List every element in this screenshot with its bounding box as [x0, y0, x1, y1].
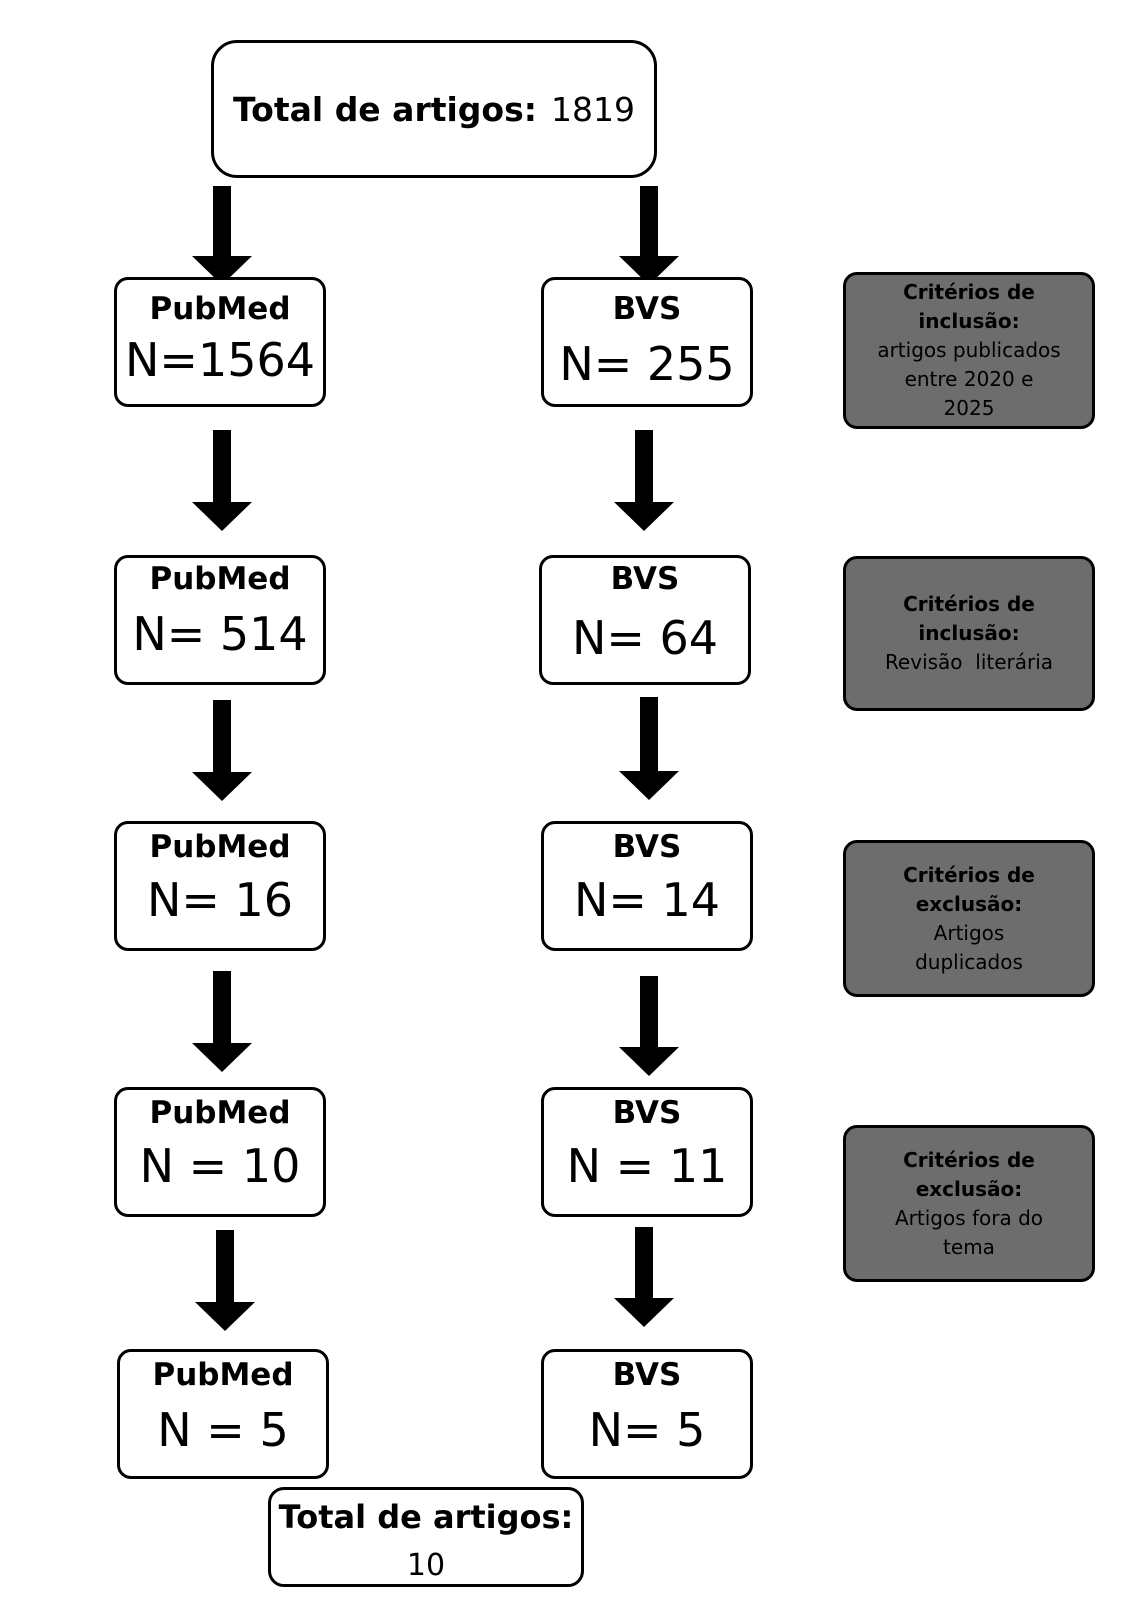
pubmed-count: N= 16: [146, 873, 294, 927]
arrow-down-icon: [619, 976, 679, 1076]
pubmed-count: N = 5: [157, 1403, 289, 1457]
pubmed-box-3: PubMed N= 16: [114, 821, 326, 951]
pubmed-count: N=1564: [124, 333, 316, 387]
pubmed-box-2: PubMed N= 514: [114, 555, 326, 685]
criteria-text: Revisão literária: [884, 650, 1054, 674]
arrow-group: [192, 186, 679, 1331]
criteria-heading: Critérios de inclusão:: [903, 592, 1035, 645]
arrow-down-icon: [192, 186, 252, 285]
bvs-title: BVS: [612, 1095, 682, 1131]
bvs-box-1: BVS N= 255: [541, 277, 753, 407]
bvs-count: N= 5: [588, 1403, 706, 1457]
pubmed-box-1: PubMed N=1564: [114, 277, 326, 407]
arrow-down-icon: [192, 971, 252, 1072]
total-articles-value: 1819: [550, 89, 635, 129]
pubmed-box-4: PubMed N = 10: [114, 1087, 326, 1217]
bvs-count: N= 14: [573, 873, 721, 927]
criteria-heading: Critérios de inclusão:: [903, 280, 1035, 333]
criteria-box-2: Critérios de inclusão: Revisão literária: [843, 556, 1095, 711]
pubmed-title: PubMed: [152, 1357, 294, 1393]
bvs-count: N= 255: [559, 337, 735, 391]
bvs-title: BVS: [612, 1357, 682, 1393]
bvs-title: BVS: [612, 829, 682, 865]
bvs-title: BVS: [612, 291, 682, 327]
arrow-down-icon: [619, 697, 679, 800]
bvs-box-2: BVS N= 64: [539, 555, 751, 685]
arrow-down-icon: [192, 430, 252, 531]
criteria-box-4: Critérios de exclusão: Artigos fora do t…: [843, 1125, 1095, 1282]
arrow-down-icon: [614, 1227, 674, 1327]
arrow-down-icon: [192, 700, 252, 801]
arrow-down-icon: [195, 1230, 255, 1331]
pubmed-title: PubMed: [149, 561, 291, 597]
pubmed-count: N = 10: [139, 1139, 301, 1193]
pubmed-title: PubMed: [149, 291, 291, 327]
bvs-count: N = 11: [566, 1139, 728, 1193]
criteria-text: artigos publicados entre 2020 e 2025: [877, 338, 1061, 420]
criteria-text: Artigos fora do tema: [894, 1205, 1044, 1259]
pubmed-count: N= 514: [132, 607, 308, 661]
criteria-text: Artigos duplicados: [915, 920, 1023, 974]
bvs-title: BVS: [610, 561, 680, 597]
criteria-box-3: Critérios de exclusão: Artigos duplicado…: [843, 840, 1095, 997]
final-total-label: Total de artigos:: [278, 1498, 574, 1536]
pubmed-title: PubMed: [149, 1095, 291, 1131]
bvs-box-3: BVS N= 14: [541, 821, 753, 951]
pubmed-title: PubMed: [149, 829, 291, 865]
criteria-box-1: Critérios de inclusão: artigos publicado…: [843, 272, 1095, 429]
pubmed-box-5: PubMed N = 5: [117, 1349, 329, 1479]
bvs-count: N= 64: [571, 611, 719, 665]
total-articles-box: Total de artigos: 1819: [211, 40, 657, 178]
final-total-box: Total de artigos: 10: [268, 1487, 584, 1587]
bvs-box-4: BVS N = 11: [541, 1087, 753, 1217]
total-articles-label: Total de artigos:: [233, 89, 537, 129]
arrow-down-icon: [619, 186, 679, 285]
arrow-down-icon: [614, 430, 674, 531]
bvs-box-5: BVS N= 5: [541, 1349, 753, 1479]
criteria-heading: Critérios de exclusão:: [903, 1147, 1035, 1201]
final-total-value: 10: [406, 1548, 446, 1583]
criteria-heading: Critérios de exclusão:: [903, 862, 1035, 916]
